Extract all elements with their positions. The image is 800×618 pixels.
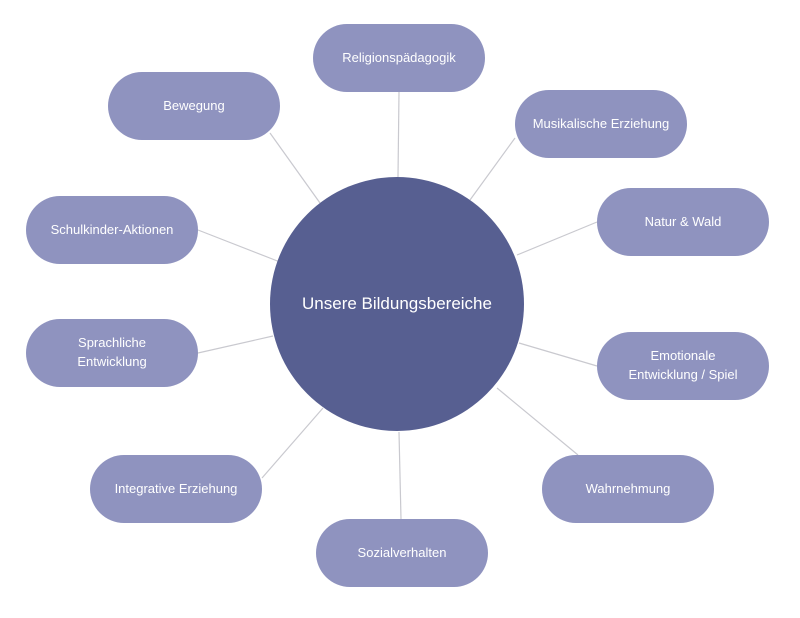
node-label: Sprachliche Entwicklung xyxy=(77,335,147,369)
connector-sprachlich xyxy=(197,335,274,354)
node-bewegung: Bewegung xyxy=(108,72,280,140)
node-emotionale-entwicklung: Emotionale Entwicklung / Spiel xyxy=(597,332,769,400)
node-religionspaedagogik: Religionspädagogik xyxy=(313,24,485,92)
node-label: Schulkinder-Aktionen xyxy=(50,221,174,237)
node-label: Religionspädagogik xyxy=(342,49,456,65)
node-sprachliche-entwicklung: Sprachliche Entwicklung xyxy=(26,319,198,387)
node-label: Musikalische Erziehung xyxy=(532,115,670,131)
center-node-label: Unsere Bildungsbereiche xyxy=(302,294,492,313)
connector-sozial xyxy=(398,431,402,520)
connector-religion xyxy=(397,91,400,178)
node-label: Natur & Wald xyxy=(644,213,722,229)
node-sozialverhalten: Sozialverhalten xyxy=(316,519,488,587)
node-label: Integrative Erziehung xyxy=(114,480,238,496)
node-natur-wald: Natur & Wald xyxy=(597,188,769,256)
center-node: Unsere Bildungsbereiche xyxy=(270,177,524,431)
node-schulkinder-aktionen: Schulkinder-Aktionen xyxy=(26,196,198,264)
connector-schulkinder xyxy=(197,229,281,263)
node-label: Wahrnehmung xyxy=(585,480,671,496)
connector-emotional xyxy=(518,342,598,367)
node-label: Sozialverhalten xyxy=(357,544,447,560)
node-label: Emotionale Entwicklung / Spiel xyxy=(628,348,738,382)
connector-natur xyxy=(516,221,598,256)
connector-wahrnehmung xyxy=(496,387,579,456)
node-label: Bewegung xyxy=(163,97,225,113)
connector-bewegung xyxy=(269,132,321,204)
connector-musik xyxy=(469,137,516,201)
node-musikalische-erziehung: Musikalische Erziehung xyxy=(515,90,687,158)
node-integrative-erziehung: Integrative Erziehung xyxy=(90,455,262,523)
connector-integrativ xyxy=(261,407,324,479)
node-wahrnehmung: Wahrnehmung xyxy=(542,455,714,523)
